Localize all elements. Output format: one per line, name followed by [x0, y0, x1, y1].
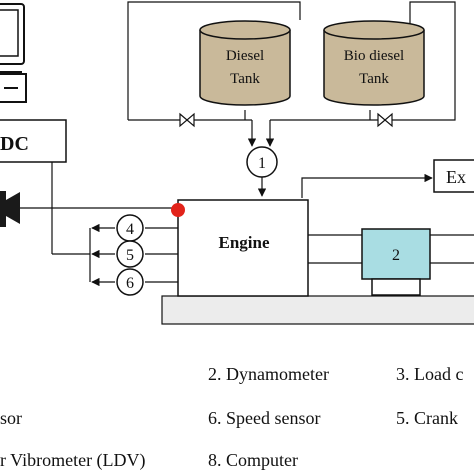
- biodiesel-tank-label-line1: Bio diesel: [344, 48, 404, 64]
- fuel-flow-meter-number: 1: [258, 155, 266, 172]
- sensor-signal-lines: [51, 162, 178, 287]
- computer-icon: [0, 3, 27, 103]
- diesel-tank: Diesel Tank: [199, 20, 291, 106]
- daq-box: DC: [0, 119, 67, 163]
- exhaust-label: Ex: [446, 167, 466, 187]
- sensor-marker: [171, 203, 185, 217]
- legend-load-cell: 3. Load c: [396, 364, 464, 384]
- exhaust: Ex: [301, 159, 474, 198]
- daq-label: DC: [0, 133, 29, 155]
- diesel-tank-label-line1: Diesel: [226, 48, 264, 64]
- ldv-device-icon: [0, 191, 20, 227]
- valve-icon: [377, 112, 393, 128]
- legend-dynamometer: 2. Dynamometer: [208, 364, 329, 384]
- sensor-6: 6: [116, 268, 144, 296]
- engine: Engine: [177, 199, 309, 297]
- diesel-tank-label-line2: Tank: [230, 71, 260, 87]
- fuel-flow-meter: 1: [246, 146, 278, 178]
- sensor-5: 5: [116, 240, 144, 268]
- sensor-4: 4: [116, 214, 144, 242]
- fuel-lines: [127, 1, 456, 197]
- sensor-4-number: 4: [126, 221, 134, 238]
- sensor-5-number: 5: [126, 247, 134, 264]
- dynamometer: 2: [361, 228, 431, 296]
- bed-plate: [161, 295, 474, 325]
- engine-label: Engine: [218, 233, 269, 252]
- biodiesel-tank-label-line2: Tank: [359, 71, 389, 87]
- legend-ldv-fragment: r Vibrometer (LDV): [0, 450, 146, 470]
- legend-speed-sensor: 6. Speed sensor: [208, 408, 321, 428]
- dynamometer-number: 2: [392, 247, 400, 264]
- sensor-6-number: 6: [126, 275, 134, 292]
- legend-crank: 5. Crank: [396, 408, 458, 428]
- valve-icon: [179, 112, 195, 128]
- shaft: [308, 234, 474, 264]
- legend-computer: 8. Computer: [208, 450, 298, 470]
- legend-sensor-fragment: sor: [0, 408, 22, 428]
- biodiesel-tank: Bio diesel Tank: [323, 20, 425, 106]
